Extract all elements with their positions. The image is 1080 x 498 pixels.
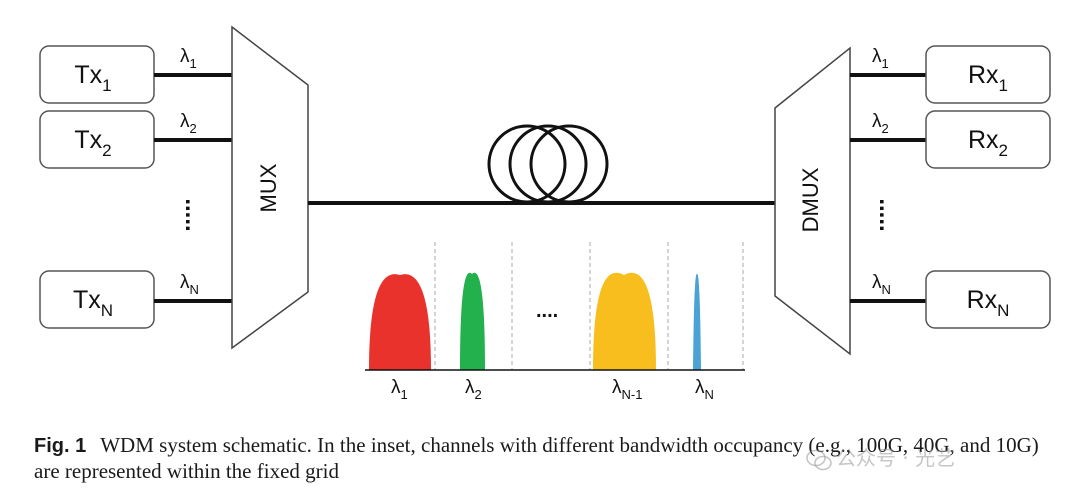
wdm-diagram: Tx1 Tx2 TxN ..... λ1 λ2 λN MUX DMUX <box>39 25 1051 402</box>
tx-box-1: Tx1 <box>39 45 155 104</box>
channel-2-spectrum <box>460 272 485 370</box>
tx-lambda-n-sub: N <box>190 282 199 297</box>
tx-box-2: Tx2 <box>39 110 155 169</box>
channel-n-spectrum <box>693 273 701 370</box>
rx-2-subscript: 2 <box>999 141 1008 160</box>
svg-text:λ2: λ2 <box>465 377 482 402</box>
svg-text:λN: λN <box>872 272 891 297</box>
dmux-label: DMUX <box>798 167 823 232</box>
inset-lambda-2: λ <box>465 377 475 398</box>
rx-ellipsis: ..... <box>874 198 901 231</box>
figure-label: Fig. 1 <box>34 435 87 457</box>
tx-n-label: Tx <box>73 286 101 314</box>
tx-n-subscript: N <box>101 301 113 320</box>
svg-text:TxN: TxN <box>73 286 113 320</box>
spectrum-ellipsis: .... <box>536 300 558 322</box>
wechat-icon <box>806 449 832 470</box>
tx-box-n: TxN <box>39 270 155 329</box>
rx-lambda-1: λ <box>872 46 882 67</box>
rx-n-label: Rx <box>967 286 998 314</box>
inset-lambda-n-1: λ <box>612 377 622 398</box>
svg-text:λ1: λ1 <box>180 46 197 71</box>
tx-2-subscript: 2 <box>102 141 111 160</box>
svg-text:λ2: λ2 <box>872 111 889 136</box>
rx-lambda-2-sub: 2 <box>882 121 889 136</box>
svg-text:Tx2: Tx2 <box>74 126 111 160</box>
svg-text:RxN: RxN <box>967 286 1010 320</box>
tx-lambda-1-sub: 1 <box>190 56 197 71</box>
caption-text: WDM system schematic. In the inset, chan… <box>34 433 1039 483</box>
svg-text:λN-1: λN-1 <box>612 377 642 402</box>
watermark-text: 公众号 · 光艺 <box>836 446 956 470</box>
svg-text:Tx1: Tx1 <box>74 61 111 95</box>
svg-text:λ1: λ1 <box>391 377 408 402</box>
tx-ellipsis: ..... <box>180 198 207 231</box>
inset-lambda-n: λ <box>695 377 705 398</box>
spectrum-inset: .... λ1 λ2 λN-1 λN <box>365 242 745 402</box>
dmux-block <box>774 46 851 356</box>
svg-text:Rx2: Rx2 <box>968 126 1008 160</box>
tx-lambda-2-sub: 2 <box>190 121 197 136</box>
svg-text:λ1: λ1 <box>872 46 889 71</box>
fiber-spool-icon <box>487 124 609 204</box>
channel-1-spectrum <box>369 274 431 370</box>
rx-lambda-n: λ <box>872 272 882 293</box>
watermark: 公众号 · 光艺 <box>806 442 955 471</box>
inset-lambda-n-sub: N <box>705 387 714 402</box>
tx-1-subscript: 1 <box>102 76 111 95</box>
svg-text:λ2: λ2 <box>180 111 197 136</box>
rx-1-label: Rx <box>968 61 999 89</box>
inset-lambda-n-1-sub: N-1 <box>622 387 643 402</box>
inset-lambda-1: λ <box>391 377 401 398</box>
rx-lambda-n-sub: N <box>882 282 891 297</box>
inset-lambda-1-sub: 1 <box>401 387 408 402</box>
mux-label: MUX <box>256 163 281 212</box>
inset-lambda-2-sub: 2 <box>475 387 482 402</box>
mux-block <box>231 25 309 350</box>
svg-text:Rx1: Rx1 <box>968 61 1008 95</box>
tx-lambda-n: λ <box>180 272 190 293</box>
tx-2-label: Tx <box>74 126 102 154</box>
svg-text:λN: λN <box>180 272 199 297</box>
rx-2-label: Rx <box>968 126 999 154</box>
rx-box-1: Rx1 <box>925 45 1051 104</box>
rx-box-n: RxN <box>925 270 1051 329</box>
rx-n-subscript: N <box>997 301 1009 320</box>
rx-lambda-2: λ <box>872 111 882 132</box>
tx-lambda-2: λ <box>180 111 190 132</box>
tx-1-label: Tx <box>74 61 102 89</box>
rx-box-2: Rx2 <box>925 110 1051 169</box>
channel-n-1-spectrum <box>593 272 656 370</box>
rx-lambda-1-sub: 1 <box>882 56 889 71</box>
rx-1-subscript: 1 <box>999 76 1008 95</box>
tx-lambda-1: λ <box>180 46 190 67</box>
svg-text:λN: λN <box>695 377 714 402</box>
